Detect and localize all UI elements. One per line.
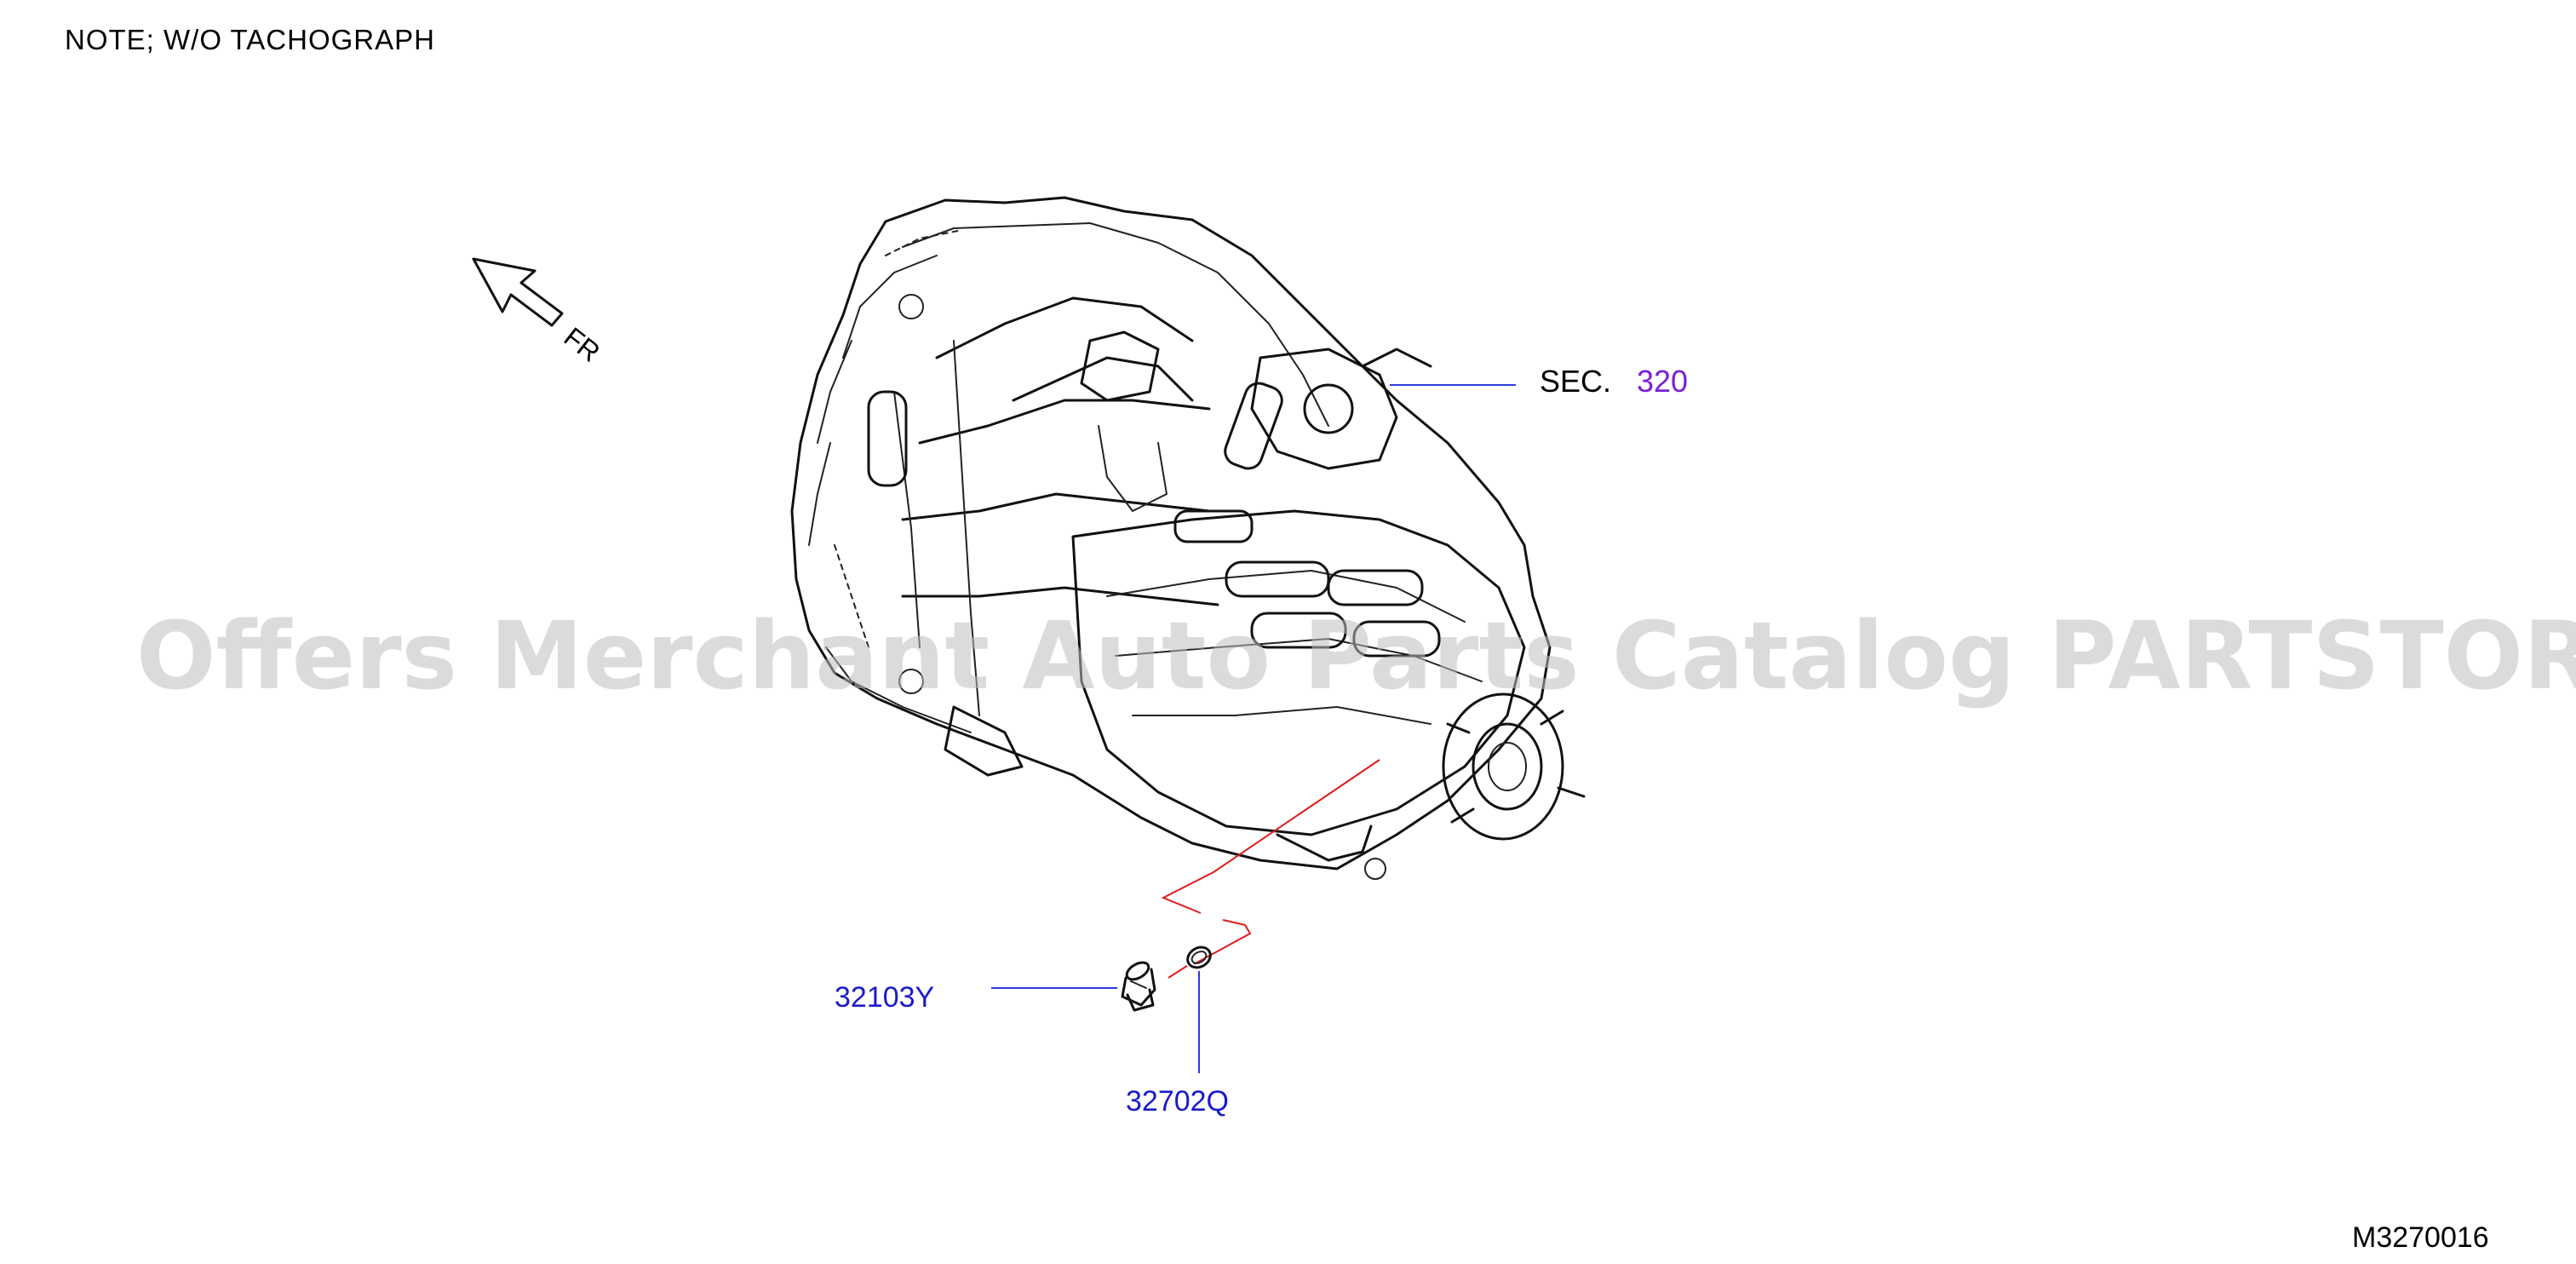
section-number-link[interactable]: 320 [1637, 364, 1688, 399]
watermark: Offers Merchant Auto Parts Catalog PARTS… [136, 601, 2576, 710]
part-number-link[interactable]: 32702Q [1126, 1085, 1229, 1117]
plug-ring-connector [1168, 965, 1188, 979]
gasket-ring-icon [1186, 945, 1212, 969]
part-number-link[interactable]: 32103Y [835, 981, 934, 1014]
diagram-note: NOTE; W/O TACHOGRAPH [65, 24, 435, 55]
transmission-assembly-illustration [790, 196, 1586, 880]
direction-label: FR [559, 321, 606, 368]
exploded-view-bracket [1161, 759, 1380, 965]
drain-plug-icon [1121, 961, 1156, 1012]
front-direction-arrow-icon [472, 257, 564, 327]
diagram-id: M3270016 [2352, 1221, 2489, 1254]
section-prefix: SEC. [1540, 364, 1611, 399]
